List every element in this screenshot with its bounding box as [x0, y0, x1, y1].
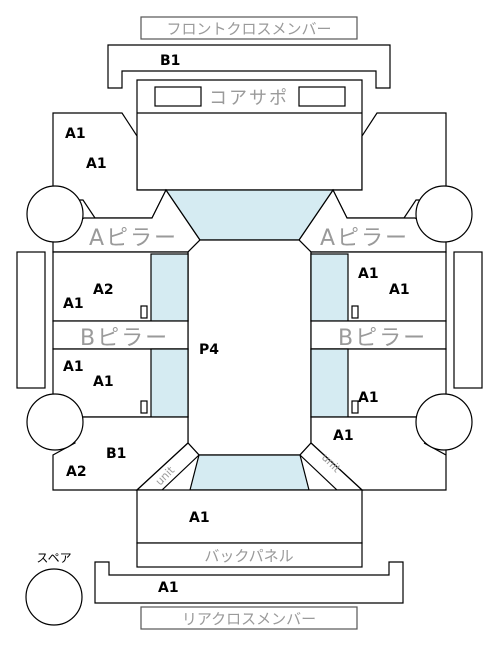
- right-rear-door-handle: [351, 400, 359, 414]
- left-rear-door-grade: A1: [93, 374, 114, 390]
- back-panel[interactable]: [136, 542, 363, 568]
- right-rear-wheel[interactable]: [415, 393, 473, 451]
- core-support-label: コアサポ: [209, 88, 289, 109]
- front-cross-member-label: フロントクロスメンバー: [166, 20, 331, 38]
- left-rear-door-glass: [150, 348, 189, 418]
- right-front-door-handle: [351, 305, 359, 319]
- left-rear-quarter-grade-low: A2: [66, 464, 87, 480]
- right-front-door-grade-top: A1: [358, 266, 379, 282]
- left-front-door-grade-top: A2: [93, 282, 114, 298]
- right-b-pillar-label: Bピラー: [338, 326, 427, 351]
- right-side-sill[interactable]: [453, 251, 483, 389]
- front-bumper-grade: B1: [160, 53, 180, 69]
- rear-cross-member-label: リアクロスメンバー: [182, 610, 316, 628]
- left-side-sill[interactable]: [16, 251, 46, 389]
- rear-bumper[interactable]: [94, 561, 404, 604]
- back-panel-label: バックパネル: [204, 547, 293, 565]
- left-headlight: [154, 86, 202, 107]
- rear-bumper-grade: A1: [158, 580, 179, 596]
- right-b-pillar[interactable]: [310, 320, 447, 350]
- front-bumper[interactable]: [107, 44, 391, 89]
- left-front-fender-grade-top: A1: [65, 126, 86, 142]
- right-rear-door-glass: [310, 348, 349, 418]
- right-rear-quarter-grade: A1: [333, 428, 354, 444]
- rear-cross-member-box: [140, 606, 358, 630]
- left-front-fender-grade: A1: [86, 156, 107, 172]
- spare-tire[interactable]: [25, 568, 83, 626]
- spare-label: スペア: [36, 551, 71, 565]
- roof-grade: P4: [199, 342, 219, 358]
- right-rear-door-grade: A1: [358, 390, 379, 406]
- left-b-pillar-label: Bピラー: [80, 326, 169, 351]
- left-front-door-handle: [140, 305, 148, 319]
- left-rear-door-handle: [140, 400, 148, 414]
- right-a-pillar-label: Aピラー: [320, 226, 409, 251]
- left-front-door-grade: A1: [63, 296, 84, 312]
- right-front-door-grade: A1: [389, 282, 410, 298]
- right-front-wheel[interactable]: [415, 185, 473, 243]
- left-rear-quarter-grade: B1: [106, 446, 126, 462]
- front-cross-member-box: [140, 16, 358, 40]
- right-headlight: [298, 86, 346, 107]
- right-front-door-glass: [310, 253, 349, 322]
- rear-window[interactable]: [189, 454, 310, 491]
- left-front-wheel[interactable]: [26, 185, 84, 243]
- left-rear-door-grade-top: A1: [63, 359, 84, 375]
- trunk[interactable]: [136, 489, 363, 544]
- left-front-door-glass: [150, 253, 189, 322]
- left-rear-wheel[interactable]: [26, 393, 84, 451]
- trunk-grade: A1: [189, 510, 210, 526]
- left-a-pillar-label: Aピラー: [89, 226, 178, 251]
